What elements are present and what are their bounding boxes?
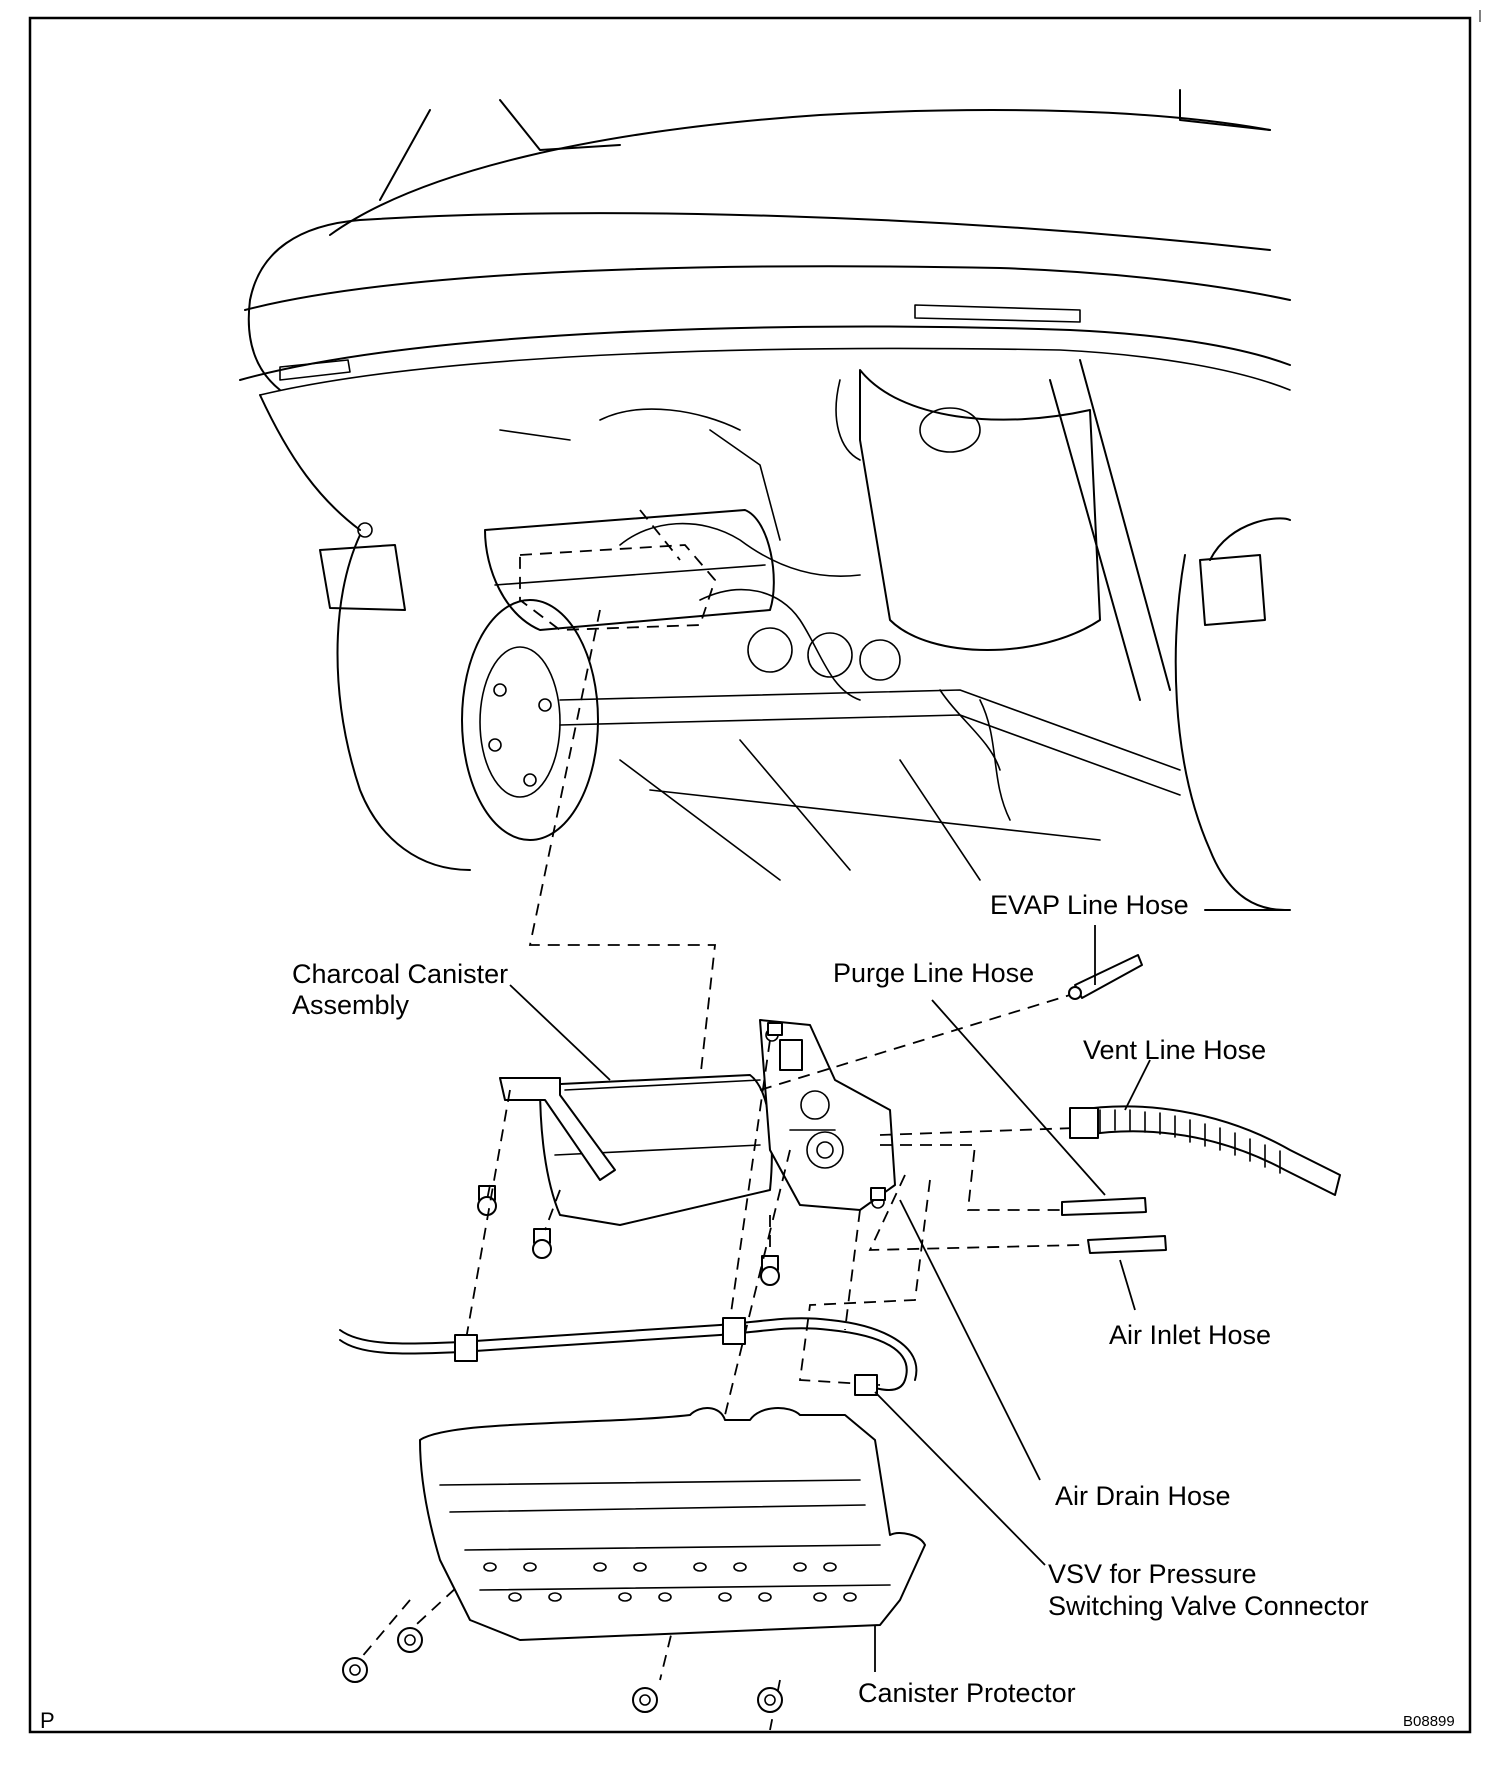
- label-charcoal-canister-line2: Assembly: [292, 990, 410, 1020]
- label-vsv-line1: VSV for Pressure: [1048, 1559, 1257, 1589]
- vsv-harness: [339, 1317, 918, 1396]
- label-vsv-line2: Switching Valve Connector: [1048, 1591, 1369, 1621]
- figure-code: B08899: [1403, 1713, 1455, 1730]
- label-canister-protector: Canister Protector: [858, 1678, 1076, 1708]
- corner-mark: P: [40, 1708, 55, 1733]
- mounting-bolts: [477, 1022, 886, 1286]
- projection-line: [528, 609, 717, 1081]
- label-purge-line-hose: Purge Line Hose: [833, 958, 1034, 988]
- label-charcoal-canister-line1: Charcoal Canister: [292, 959, 508, 989]
- label-air-inlet-hose: Air Inlet Hose: [1109, 1320, 1271, 1350]
- leader-lines: [509, 925, 1151, 1672]
- canister-protector-illustration: [419, 1407, 926, 1641]
- charcoal-canister-assembly: [499, 1019, 896, 1226]
- figure-border: [28, 16, 1472, 1734]
- label-evap-line-hose: EVAP Line Hose: [990, 890, 1189, 920]
- alignment-dashes: [354, 994, 1081, 1731]
- protector-nuts: [342, 1627, 783, 1713]
- label-vent-line-hose: Vent Line Hose: [1083, 1035, 1266, 1065]
- vehicle-underside-illustration: [239, 89, 1291, 911]
- hoses: [1061, 954, 1341, 1254]
- label-air-drain-hose: Air Drain Hose: [1055, 1481, 1231, 1511]
